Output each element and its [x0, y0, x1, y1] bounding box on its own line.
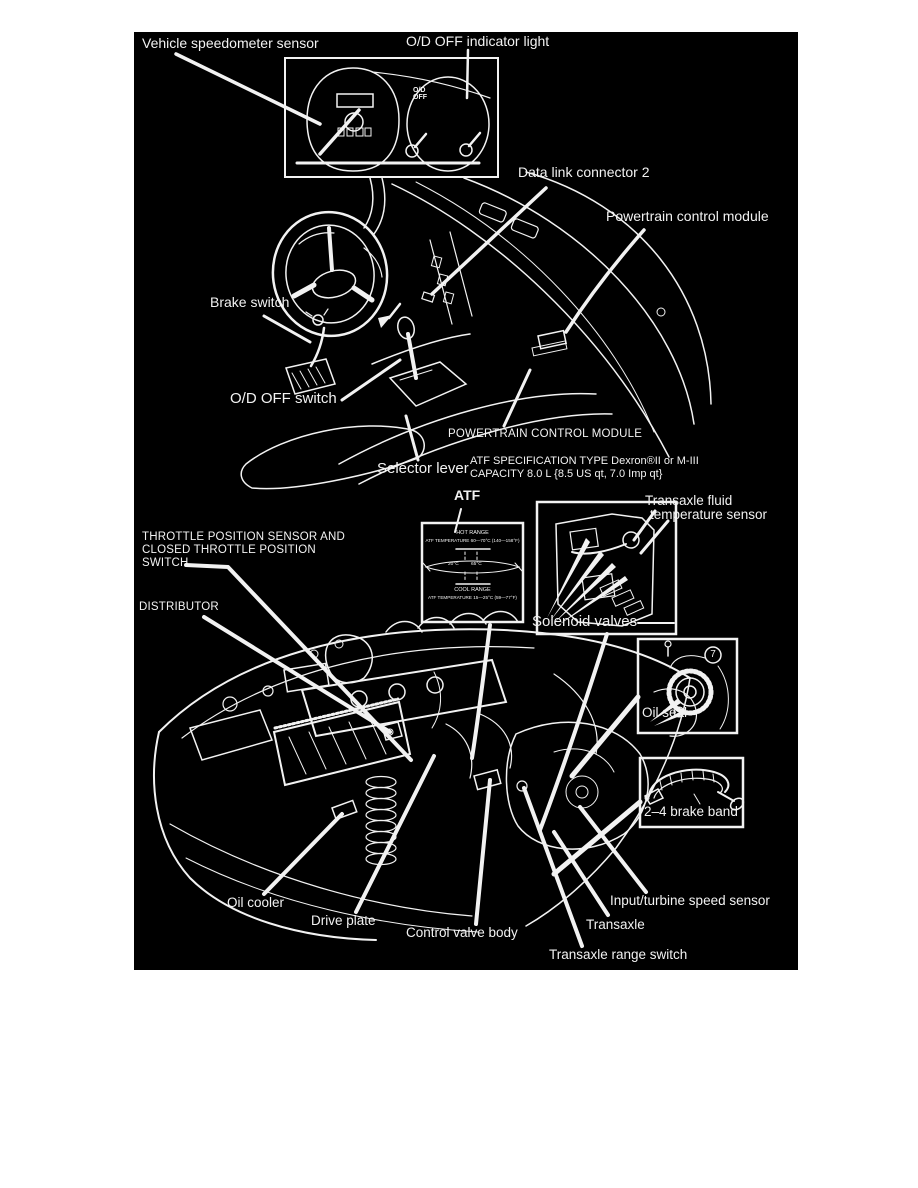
solenoid-valves-label: Solenoid valves: [532, 613, 638, 630]
selector-lever-label: Selector lever: [377, 460, 469, 477]
atf-dipstick-tick-right: 65°C: [471, 562, 482, 567]
data-link-connector-2-label: Data link connector 2: [518, 164, 650, 180]
engine-bay-art: [153, 610, 697, 941]
atf-specification-label: ATF SPECIFICATION TYPE Dexron®II or M-II…: [470, 455, 699, 467]
throttle-position-sensor-label-line2: CLOSED THROTTLE POSITION: [142, 544, 316, 556]
transaxle-label: Transaxle: [586, 917, 645, 932]
atf-dipstick-tick-left: 20°C: [448, 562, 459, 567]
input-turbine-speed-sensor-label: Input/turbine speed sensor: [610, 893, 770, 908]
oil-cooler-label: Oil cooler: [227, 895, 285, 910]
throttle-position-sensor-label-line3: SWITCH: [142, 557, 189, 569]
powertrain-control-module-caps-label: POWERTRAIN CONTROL MODULE: [448, 428, 643, 440]
instrument-cluster-art: [284, 57, 499, 178]
circled-number-callout: 7: [710, 649, 716, 660]
transaxle-fluid-temperature-sensor-label: Transaxle fluid: [645, 493, 733, 508]
automatic-transaxle-component-diagram: Vehicle speedometer sensor O/D OFF indic…: [134, 32, 798, 970]
atf-level-box-art: [420, 521, 525, 760]
transaxle-range-switch-label: Transaxle range switch: [549, 947, 688, 962]
dashboard-art: [240, 171, 712, 490]
drive-plate-label: Drive plate: [311, 913, 376, 928]
od-off-lamp-text: O/D OFF: [413, 87, 427, 101]
od-off-lamp-line2: OFF: [413, 94, 427, 101]
atf-hot-range-temp: ATF TEMPERATURE 60—70°C (140—158°F): [425, 538, 520, 543]
control-valve-body-label: Control valve body: [406, 925, 518, 940]
brake-band-box-art: [551, 756, 745, 877]
upper-leader-lines: [174, 48, 646, 533]
atf-cool-range-title: COOL RANGE: [454, 587, 491, 593]
transaxle-fluid-temperature-sensor-label-line2: temperature sensor: [650, 507, 768, 522]
oil-seal-box-art: [569, 637, 739, 779]
oil-seal-label: Oil seal: [642, 705, 688, 720]
lower-leader-lines: [184, 563, 648, 948]
od-off-indicator-light-label: O/D OFF indicator light: [406, 33, 550, 49]
od-off-switch-label: O/D OFF switch: [230, 390, 337, 407]
atf-hot-range-title: HOT RANGE: [456, 530, 489, 536]
brake-band-label: 2–4 brake band: [644, 804, 738, 819]
atf-capacity-label: CAPACITY 8.0 L {8.5 US qt, 7.0 Imp qt}: [470, 468, 663, 480]
diagram-line-art: [153, 48, 745, 948]
od-off-lamp-line1: O/D: [413, 87, 426, 94]
powertrain-control-module-label: Powertrain control module: [606, 208, 769, 224]
brake-switch-label: Brake switch: [210, 294, 290, 310]
vehicle-speedometer-sensor-label: Vehicle speedometer sensor: [142, 35, 319, 51]
atf-cool-range-temp: ATF TEMPERATURE 15—25°C (59—77°F): [428, 595, 517, 600]
distributor-label: DISTRIBUTOR: [139, 601, 219, 613]
throttle-position-sensor-label: THROTTLE POSITION SENSOR AND: [142, 531, 346, 543]
valve-body-box-art: [535, 500, 678, 832]
atf-label: ATF: [454, 487, 481, 503]
